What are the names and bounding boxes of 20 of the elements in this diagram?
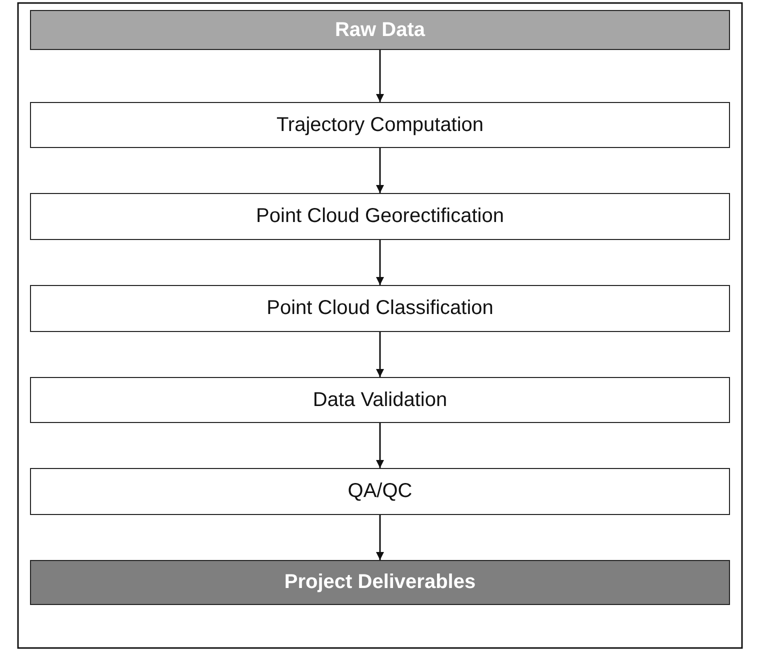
arrow (376, 332, 384, 377)
step-label: Data Validation (312, 388, 448, 412)
process-box (30, 102, 730, 148)
step-label: Point Cloud Georectification (256, 205, 504, 228)
process-box (30, 377, 730, 423)
step-label: Trajectory Computation (276, 114, 484, 136)
step-label: Project Deliverables (284, 571, 476, 594)
step-label: QA/QC (348, 480, 412, 503)
arrow (376, 50, 384, 102)
process-box (30, 285, 730, 332)
terminal-box (30, 560, 730, 605)
step-label: Raw Data (334, 18, 426, 42)
arrow (376, 148, 384, 193)
process-box (30, 193, 730, 240)
arrow (376, 423, 384, 468)
terminal-box (30, 10, 730, 50)
arrow (376, 240, 384, 285)
arrow (376, 515, 384, 560)
step-label: Point Cloud Classification (266, 297, 494, 320)
process-box (30, 468, 730, 515)
